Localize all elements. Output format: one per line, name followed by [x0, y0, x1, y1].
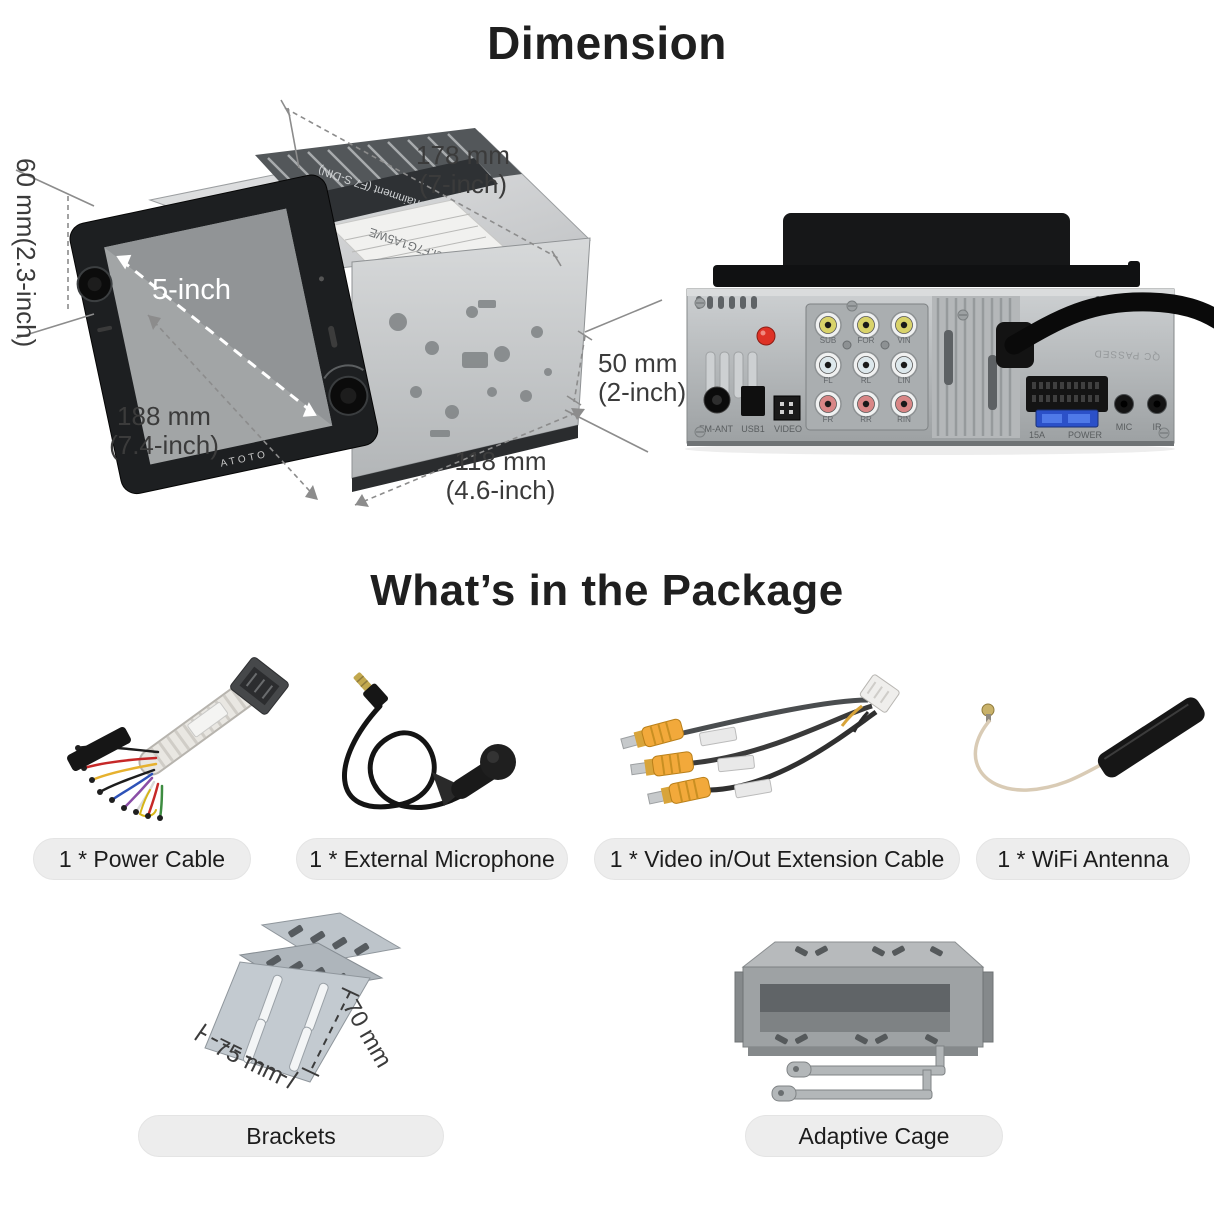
package-item-pill-video-extension-cable: 1 * Video in/Out Extension Cable [594, 838, 960, 880]
video-label: VIDEO [774, 424, 802, 434]
fm-ant-label: FM-ANT [699, 424, 733, 434]
ir-label: IR [1153, 422, 1163, 432]
usb-connector [741, 386, 765, 416]
reset-button [756, 326, 776, 346]
svg-text:FR: FR [823, 415, 834, 424]
power-cable-illustration [67, 657, 289, 821]
width-top-dimension-label: 178 mm (7-inch) [416, 140, 510, 200]
svg-text:RIN: RIN [897, 415, 911, 424]
package-item-pill-external-microphone: 1 * External Microphone [296, 838, 568, 880]
wifi-antenna-illustration [973, 697, 1205, 792]
svg-text:SUB: SUB [820, 336, 836, 345]
front-unit-illustration: In-Car Entertainment (F7 S-DIN) Model:F7… [15, 99, 663, 507]
rca-jack-block: SUB FOR VIN FL RL LIN FR RR RIN [805, 303, 929, 431]
svg-text:FL: FL [823, 376, 833, 385]
package-item-pill-power-cable: 1 * Power Cable [33, 838, 251, 880]
power-harness-connector [1026, 376, 1108, 412]
svg-text:VIN: VIN [897, 336, 911, 345]
svg-text:FOR: FOR [858, 336, 875, 345]
height-left-dimension-label: 60 mm(2.3-inch) [11, 158, 41, 348]
external-microphone-illustration [342, 672, 516, 810]
height-right-dimension-label: 50 mm (2-inch) [598, 348, 687, 408]
package-item-pill-wifi-antenna: 1 * WiFi Antenna [976, 838, 1190, 880]
adaptive-cage-illustration [734, 941, 994, 1102]
power-label: POWER [1068, 430, 1103, 440]
depth-dimension-label: 118 mm (4.6-inch) [445, 446, 556, 506]
rear-unit-illustration: FM-ANT USB1 VIDEO SUB FOR VIN FL [685, 213, 1214, 455]
package-item-pill-adaptive-cage: Adaptive Cage [745, 1115, 1003, 1157]
brackets-illustration [194, 912, 402, 1089]
usb-label: USB1 [741, 424, 765, 434]
mic-label: MIC [1116, 422, 1133, 432]
svg-text:RR: RR [860, 415, 872, 424]
power-cable-whip [1004, 292, 1214, 355]
package-item-pill-brackets: Brackets [138, 1115, 444, 1157]
package-section-title: What’s in the Package [370, 566, 844, 615]
width-front-dimension-label: 188 mm (7.4-inch) [109, 401, 219, 461]
qc-stamp-text: QC PASSED [1093, 347, 1160, 361]
video-connector [773, 395, 801, 421]
screen-size-label: 5-inch [152, 274, 231, 306]
video-cable-illustration [620, 674, 900, 805]
fuse-label: 15A [1029, 430, 1045, 440]
svg-text:LIN: LIN [898, 376, 911, 385]
removal-keys [771, 1045, 946, 1102]
svg-text:RL: RL [861, 376, 872, 385]
dimension-section-title: Dimension [487, 17, 727, 69]
